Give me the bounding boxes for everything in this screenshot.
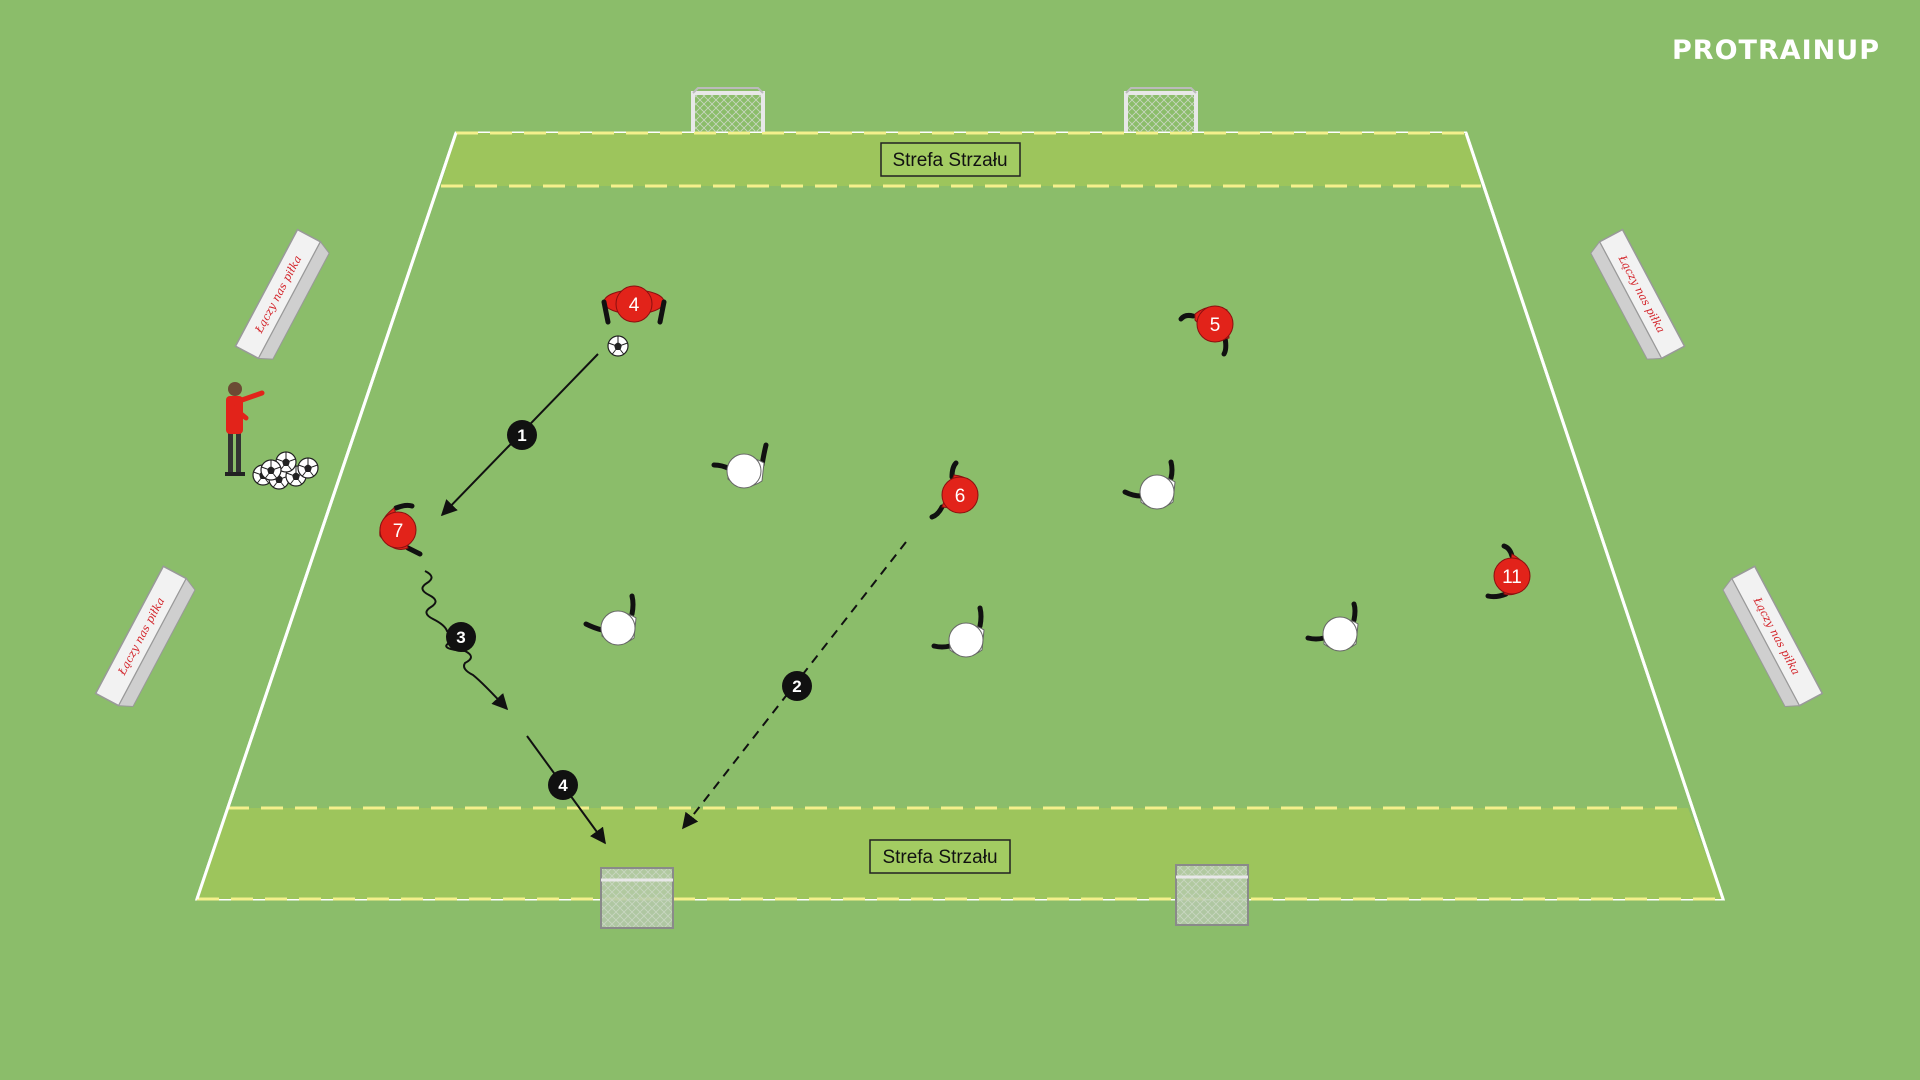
brand-logo: PROTRAINUP — [1672, 35, 1880, 66]
step-marker-4: 4 — [548, 770, 578, 800]
red-player-5: 5 — [1178, 305, 1234, 357]
step-marker-3: 3 — [446, 622, 476, 652]
ad-board-left-top: Łączy nas piłka — [234, 228, 330, 360]
svg-text:4: 4 — [558, 776, 568, 795]
bottom-right-goal — [1175, 864, 1249, 926]
svg-text:1: 1 — [517, 426, 526, 445]
bottom-left-goal — [600, 867, 674, 929]
soccer-ball — [607, 335, 629, 357]
ad-board-right-top: Łączy nas piłka — [1590, 228, 1686, 360]
white-player-5 — [1305, 601, 1359, 652]
white-player-4 — [931, 605, 985, 658]
svg-text:7: 7 — [393, 521, 404, 542]
svg-text:2: 2 — [792, 677, 801, 696]
svg-text:6: 6 — [955, 486, 966, 507]
white-player-2 — [1122, 459, 1176, 510]
white-player-1 — [711, 442, 769, 489]
bottom-zone-label: Strefa Strzału — [882, 847, 997, 868]
bottom-zone-label-box: Strefa Strzału — [869, 839, 1011, 874]
svg-text:4: 4 — [629, 295, 640, 316]
step-marker-2: 2 — [782, 671, 812, 701]
white-player-3 — [583, 593, 637, 646]
top-zone-label-box: Strefa Strzału — [880, 142, 1021, 177]
red-player-11: 11 — [1485, 543, 1531, 600]
top-left-goal — [691, 87, 765, 132]
coach-figure — [225, 382, 265, 476]
ad-board-right-bottom: Łączy nas piłka — [1722, 565, 1824, 707]
red-player-7: 7 — [379, 502, 423, 557]
left-touchline — [195, 132, 458, 900]
step-marker-1: 1 — [507, 420, 537, 450]
svg-text:3: 3 — [456, 628, 465, 647]
top-right-goal — [1124, 87, 1198, 132]
right-touchline — [1464, 132, 1725, 900]
top-zone-label: Strefa Strzału — [892, 150, 1007, 171]
dribble-arrow-3 — [421, 570, 509, 711]
svg-text:11: 11 — [1502, 567, 1522, 588]
svg-text:5: 5 — [1210, 315, 1221, 336]
red-player-6: 6 — [929, 460, 979, 520]
red-player-4: 4 — [601, 285, 667, 325]
